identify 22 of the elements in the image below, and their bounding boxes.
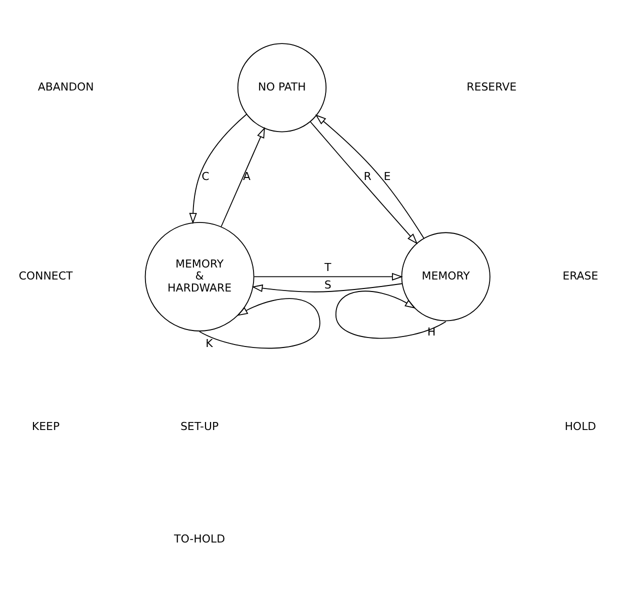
arrow: [254, 272, 403, 280]
edge-label: C: [202, 169, 210, 182]
label: HOLD: [564, 420, 596, 433]
label: ERASE: [562, 269, 598, 282]
arrow: [220, 126, 266, 226]
arrow: [310, 120, 418, 244]
edge-label: K: [206, 336, 213, 350]
arrow: [252, 282, 403, 292]
label: TO-HOLD: [174, 532, 226, 546]
label: SET-UP: [180, 420, 219, 433]
label: ABANDON: [38, 80, 94, 94]
label: RESERVE: [466, 80, 517, 94]
node-circle: MEMORY & HARDWARE: [144, 221, 254, 331]
edge-label: E: [384, 169, 391, 182]
edge-label: A: [242, 169, 250, 182]
edge-label: T: [324, 260, 332, 274]
label: KEEP: [32, 420, 60, 433]
edge-label: R: [364, 169, 372, 182]
arrow: [189, 113, 248, 224]
arrow: [315, 114, 424, 238]
edge-label: S: [324, 278, 332, 291]
label: CONNECT: [18, 269, 73, 282]
